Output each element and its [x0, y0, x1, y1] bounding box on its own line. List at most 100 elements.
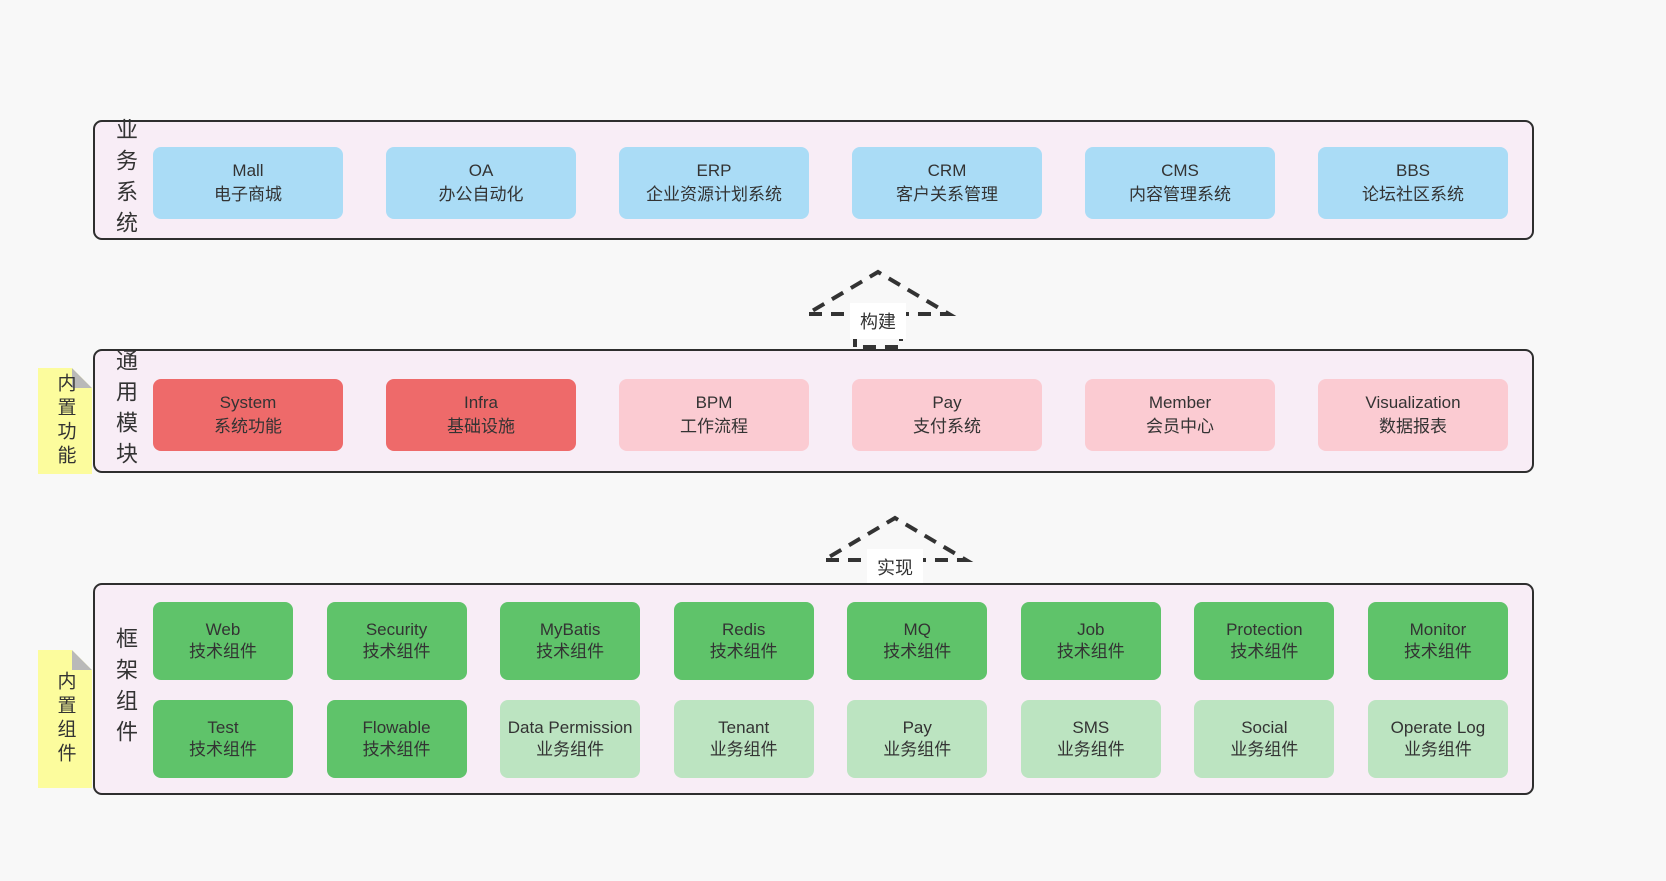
node-title: Operate Log — [1390, 717, 1486, 737]
node-title: Mall — [232, 160, 264, 180]
up-arrow-icon: 实现 — [816, 515, 974, 595]
diagram-node-crm: CRM 客户关系管理 — [852, 147, 1042, 219]
node-title: MQ — [903, 619, 931, 639]
diagram-node-pay-system: Pay 支付系统 — [852, 379, 1042, 451]
diagram-node-pay-component: Pay 业务组件 — [847, 700, 988, 778]
node-title: BBS — [1395, 160, 1431, 180]
node-title: BPM — [695, 392, 733, 412]
node-title: Monitor — [1409, 619, 1467, 639]
diagram-node-oa: OA 办公自动化 — [386, 147, 576, 219]
framework-row-2: Test 技术组件 Flowable 技术组件 Data Permission … — [153, 700, 1508, 778]
node-title: ERP — [696, 160, 732, 180]
diagram-node-cms: CMS 内容管理系统 — [1085, 147, 1275, 219]
diagram-node-monitor: Monitor 技术组件 — [1367, 602, 1508, 680]
node-subtitle: 技术组件 — [1056, 642, 1125, 661]
node-subtitle: 业务组件 — [1230, 740, 1299, 759]
node-title: Member — [1148, 392, 1212, 412]
common-modules-row: System 系统功能 Infra 基础设施 BPM 工作流程 Pay 支付系统… — [153, 379, 1508, 451]
diagram-node-test: Test 技术组件 — [153, 700, 293, 778]
node-subtitle: 办公自动化 — [438, 185, 524, 204]
diagram-node-bpm: BPM 工作流程 — [619, 379, 809, 451]
node-title: Test — [207, 717, 239, 737]
implement-arrow: 实现 — [807, 501, 987, 598]
node-title: Pay — [932, 392, 962, 412]
diagram-node-mybatis: MyBatis 技术组件 — [500, 602, 641, 680]
framework-row-1: Web 技术组件 Security 技术组件 MyBatis 技术组件 Redi… — [153, 602, 1508, 680]
diagram-node-erp: ERP 企业资源计划系统 — [619, 147, 809, 219]
node-subtitle: 业务组件 — [883, 740, 952, 759]
node-subtitle: 业务组件 — [1403, 740, 1472, 759]
builtin-features-note-label: 内置功能 — [54, 373, 76, 469]
diagram-node-job: Job 技术组件 — [1020, 602, 1161, 680]
diagram-node-visualization: Visualization 数据报表 — [1318, 379, 1508, 451]
build-arrow-label: 构建 — [860, 312, 896, 332]
builtin-components-note-label: 内置组件 — [54, 671, 76, 767]
node-title: MyBatis — [539, 619, 601, 639]
diagram-node-social: Social 业务组件 — [1194, 700, 1335, 778]
business-systems-label: 业务系统 — [113, 118, 138, 242]
node-subtitle: 技术组件 — [1230, 642, 1299, 661]
node-title: OA — [468, 160, 494, 180]
node-subtitle: 基础设施 — [447, 417, 515, 436]
up-arrow-icon: 构建 — [799, 269, 957, 349]
diagram-node-protection: Protection 技术组件 — [1194, 602, 1335, 680]
build-arrow: 构建 — [790, 255, 970, 352]
builtin-features-note: 内置功能 — [38, 368, 92, 474]
diagram-node-infra: Infra 基础设施 — [386, 379, 576, 451]
node-subtitle: 技术组件 — [362, 642, 431, 661]
node-subtitle: 业务组件 — [1056, 740, 1125, 759]
node-subtitle: 技术组件 — [1403, 642, 1472, 661]
node-subtitle: 会员中心 — [1146, 417, 1214, 436]
node-subtitle: 数据报表 — [1379, 417, 1447, 436]
builtin-components-note: 内置组件 — [38, 650, 92, 788]
node-title: Tenant — [718, 717, 770, 737]
node-title: Web — [205, 619, 241, 639]
node-subtitle: 技术组件 — [709, 642, 778, 661]
diagram-node-data-permission: Data Permission 业务组件 — [500, 700, 641, 778]
framework-components-section: 框架组件 Web 技术组件 Security 技术组件 MyBatis 技术组件… — [93, 583, 1534, 795]
framework-components-label: 框架组件 — [113, 627, 138, 751]
node-subtitle: 技术组件 — [883, 642, 952, 661]
node-subtitle: 技术组件 — [362, 740, 431, 759]
diagram-node-member: Member 会员中心 — [1085, 379, 1275, 451]
diagram-node-operate-log: Operate Log 业务组件 — [1367, 700, 1508, 778]
node-subtitle: 业务组件 — [709, 740, 778, 759]
node-subtitle: 论坛社区系统 — [1362, 185, 1464, 204]
diagram-node-mq: MQ 技术组件 — [847, 602, 988, 680]
common-modules-label: 通用模块 — [113, 349, 138, 473]
node-title: Data Permission — [507, 717, 633, 737]
node-title: Pay — [902, 717, 932, 737]
diagram-node-mall: Mall 电子商城 — [153, 147, 343, 219]
node-subtitle: 工作流程 — [680, 417, 748, 436]
node-subtitle: 电子商城 — [214, 185, 282, 204]
diagram-node-sms: SMS 业务组件 — [1020, 700, 1161, 778]
diagram-node-redis: Redis 技术组件 — [673, 602, 814, 680]
diagram-node-flowable: Flowable 技术组件 — [326, 700, 467, 778]
node-title: Visualization — [1365, 392, 1461, 412]
node-title: Redis — [721, 619, 766, 639]
node-title: System — [219, 392, 277, 412]
common-modules-section: 通用模块 System 系统功能 Infra 基础设施 BPM 工作流程 Pay… — [93, 349, 1534, 473]
diagram-node-web: Web 技术组件 — [153, 602, 293, 680]
node-title: Security — [365, 619, 428, 639]
node-subtitle: 技术组件 — [536, 642, 605, 661]
node-title: Flowable — [362, 717, 431, 737]
node-subtitle: 支付系统 — [913, 417, 981, 436]
node-subtitle: 业务组件 — [536, 740, 605, 759]
node-title: Protection — [1226, 619, 1303, 639]
node-title: Social — [1241, 717, 1288, 737]
diagram-node-security: Security 技术组件 — [326, 602, 467, 680]
node-subtitle: 客户关系管理 — [896, 185, 998, 204]
diagram-node-bbs: BBS 论坛社区系统 — [1318, 147, 1508, 219]
business-systems-row: Mall 电子商城 OA 办公自动化 ERP 企业资源计划系统 CRM 客户关系… — [153, 147, 1508, 219]
node-subtitle: 企业资源计划系统 — [646, 185, 782, 204]
diagram-node-tenant: Tenant 业务组件 — [673, 700, 814, 778]
node-title: Infra — [463, 392, 499, 412]
business-systems-section: 业务系统 Mall 电子商城 OA 办公自动化 ERP 企业资源计划系统 CRM… — [93, 118, 1534, 242]
node-subtitle: 技术组件 — [189, 642, 257, 661]
node-subtitle: 系统功能 — [214, 417, 282, 436]
node-title: Job — [1077, 619, 1105, 639]
note-fold-icon — [72, 650, 92, 670]
node-subtitle: 内容管理系统 — [1129, 185, 1231, 204]
node-subtitle: 技术组件 — [189, 740, 257, 759]
